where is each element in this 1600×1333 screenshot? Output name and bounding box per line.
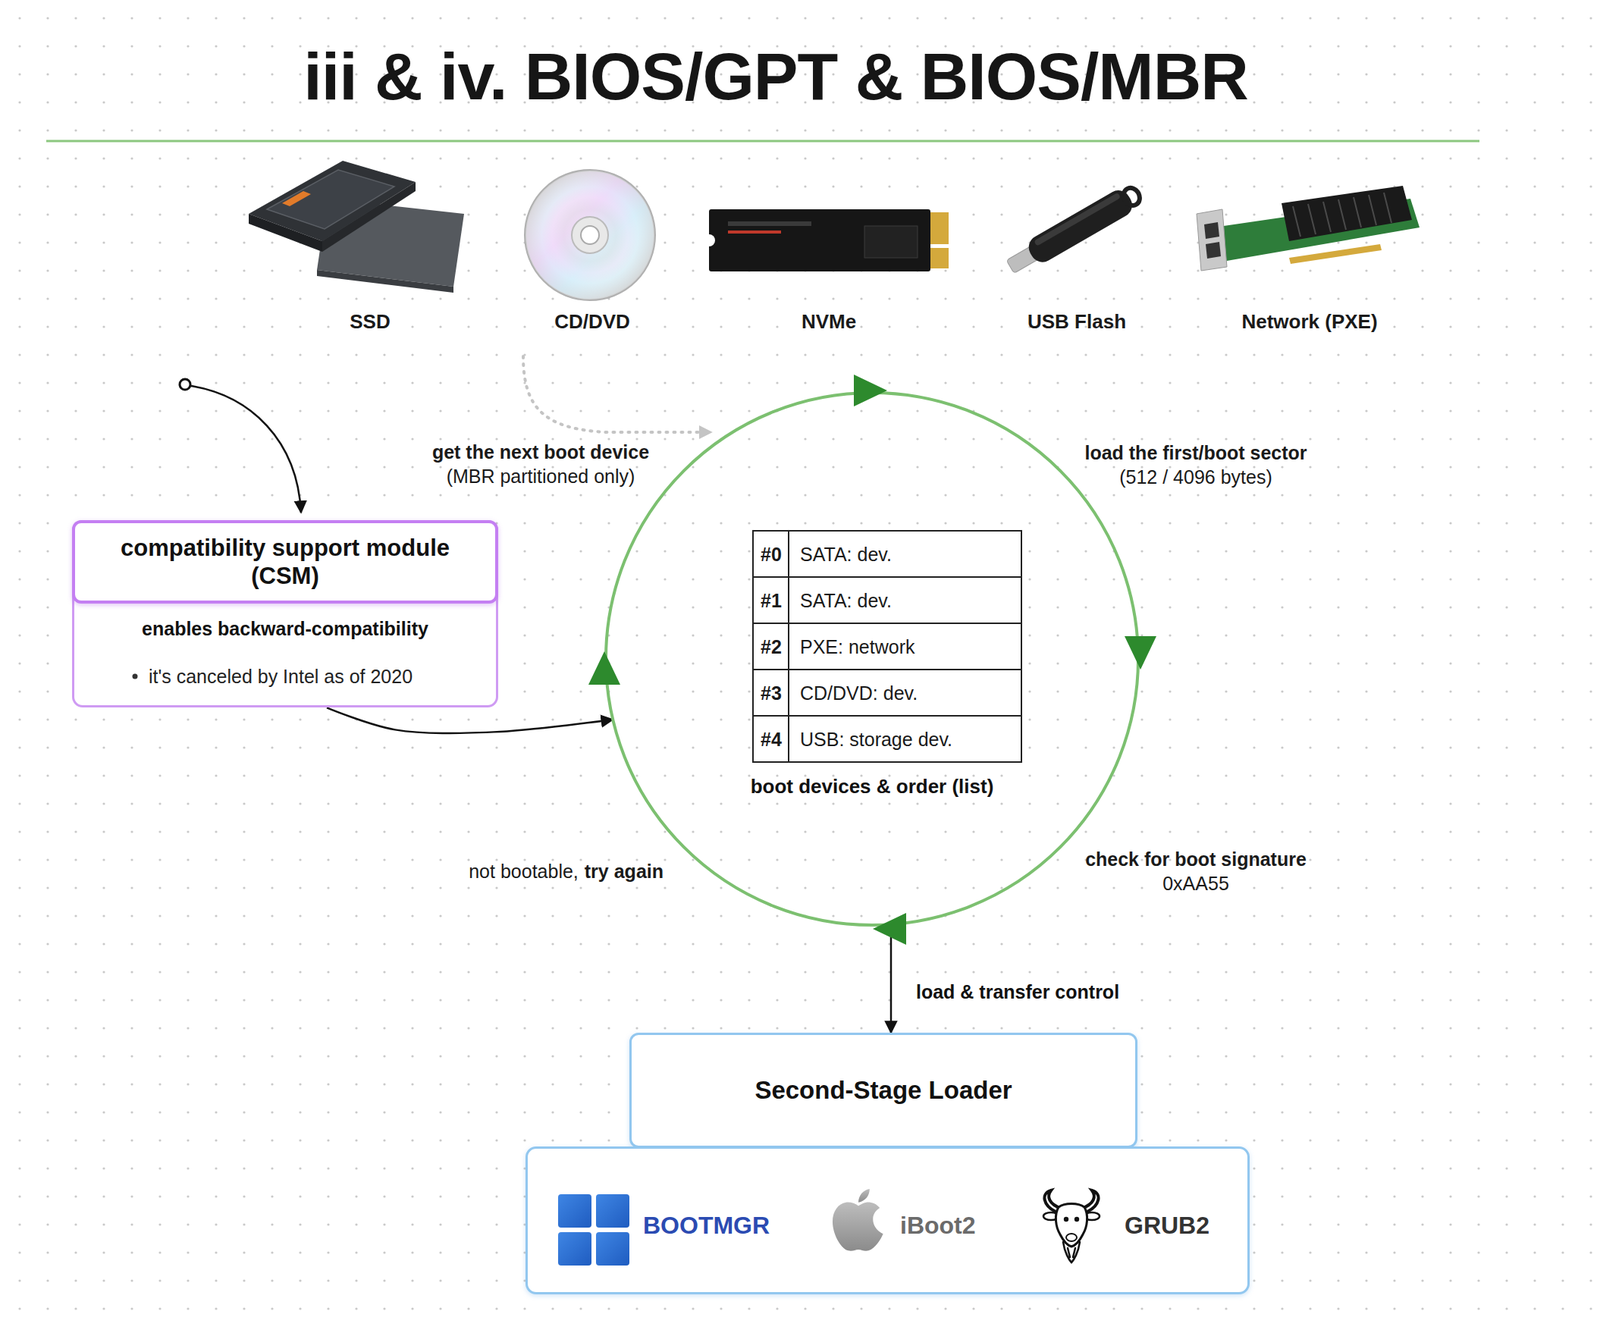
boot-order-table [752,530,1022,763]
apple-leaf [858,1189,870,1203]
table-cell: PXE: network [800,635,915,659]
start-arrow [191,385,302,513]
device-label: USB Flash [1027,310,1127,334]
usb-illustration [1003,181,1146,280]
table-frame [752,530,1022,763]
loader-name: iBoot2 [900,1211,976,1240]
connector-arrow [890,924,893,1033]
dvd-illustration [524,169,656,301]
table-cell: CD/DVD: dev. [800,681,918,705]
device-label: NVMe [801,310,857,334]
table-rules [752,530,1022,763]
logo-tile [596,1232,630,1266]
boot-cycle: boot devices & order (list) [603,390,1141,928]
gnu-nose [1066,1233,1077,1242]
step-note: (512 / 4096 bytes) [1119,465,1273,489]
connectors [326,707,891,1033]
gnu-eye [1074,1217,1080,1222]
table-cell: SATA: dev. [800,589,892,612]
nvme-board [709,209,931,272]
usb-highlight [1033,192,1121,247]
cycle-arrowhead [853,374,888,407]
ssd-back-edge [316,269,454,293]
cycle-arrowhead [872,912,907,945]
table-cell: USB: storage dev. [800,727,953,751]
bullet-dot [132,674,139,680]
network-card-illustration [1196,185,1420,271]
cycle-arrowhead [1124,636,1157,670]
nvme-key [930,244,949,248]
gnu-beard [1063,1242,1080,1263]
loader-name: BOOTMGR [643,1211,770,1240]
disc-hole [580,225,600,245]
nvme-screw-notch [702,234,716,247]
cycle-outline [605,392,1139,926]
windows-logo [558,1194,630,1266]
box-title: Second-Stage Loader [754,1076,1012,1105]
table-cell: SATA: dev. [800,542,892,566]
nvme-detail [727,221,812,226]
nvme-chip [864,225,918,258]
step-note: not bootable, [468,859,579,883]
step-label: try again [584,859,664,883]
device-label: Network (PXE) [1241,310,1378,334]
usb-body [1024,185,1137,267]
nvme-illustration [702,209,949,272]
bracket [1196,209,1227,271]
step-label: load the first/boot sector [1084,441,1307,465]
port [1205,241,1221,259]
apple-logo [832,1189,884,1252]
table-index: #3 [760,681,782,705]
table-index: #4 [760,727,782,751]
apple-body [832,1202,884,1252]
heatsink [1281,185,1412,242]
list-caption: boot devices & order (list) [603,774,1141,798]
cycle-arrowhead [588,651,621,685]
panel-text: enables backward-compatibility [74,617,496,640]
port [1204,222,1220,239]
device-leader [523,356,712,433]
device-label: CD/DVD [554,310,631,334]
start-marker [179,379,191,390]
ssd-illustration [248,160,465,293]
disc-hub [571,216,609,254]
nvme-connector [930,212,949,269]
table-index: #2 [760,635,782,659]
gnu-face [1055,1204,1087,1248]
logo-tile [558,1194,592,1228]
panel-heading: compatibility support module (CSM) [72,520,499,604]
gold-fingers [1289,244,1382,264]
usb-loop [1120,185,1143,209]
page-title: iii & iv. BIOS/GPT & BIOS/MBR [303,40,1249,114]
nvme-detail [727,230,782,234]
title-rule [46,140,1480,143]
ssd-mark [282,191,311,207]
disc [524,169,656,301]
gnu-eye [1063,1217,1069,1222]
csm-panel: compatibility support module (CSM) enable… [72,520,499,708]
table-index: #1 [760,589,782,612]
device-label: SSD [349,310,390,334]
logo-tile [596,1194,630,1228]
heatsink-fins [1292,192,1392,237]
cycle-shape [603,390,1141,928]
bullet-text: it's canceled by Intel as of 2020 [74,665,496,706]
ssd-sticker [266,169,395,230]
edge-label: load & transfer control [912,979,1123,1004]
connector-arrow [326,707,613,734]
loader-name: GRUB2 [1124,1211,1210,1240]
step-note: (MBR partitioned only) [446,464,636,488]
step-note: 0xAA55 [1162,872,1230,895]
logo-tile [558,1232,592,1266]
step-label: get the next boot device [432,440,650,464]
table-index: #0 [760,542,782,566]
disc-sheen [526,171,654,299]
loader-box: Second-Stage Loader [629,1032,1138,1149]
loader-list: BOOTMGR iBoot2 GRUB2 [525,1146,1250,1295]
gnu-head [1043,1190,1100,1263]
step-label: check for boot signature [1085,847,1307,871]
